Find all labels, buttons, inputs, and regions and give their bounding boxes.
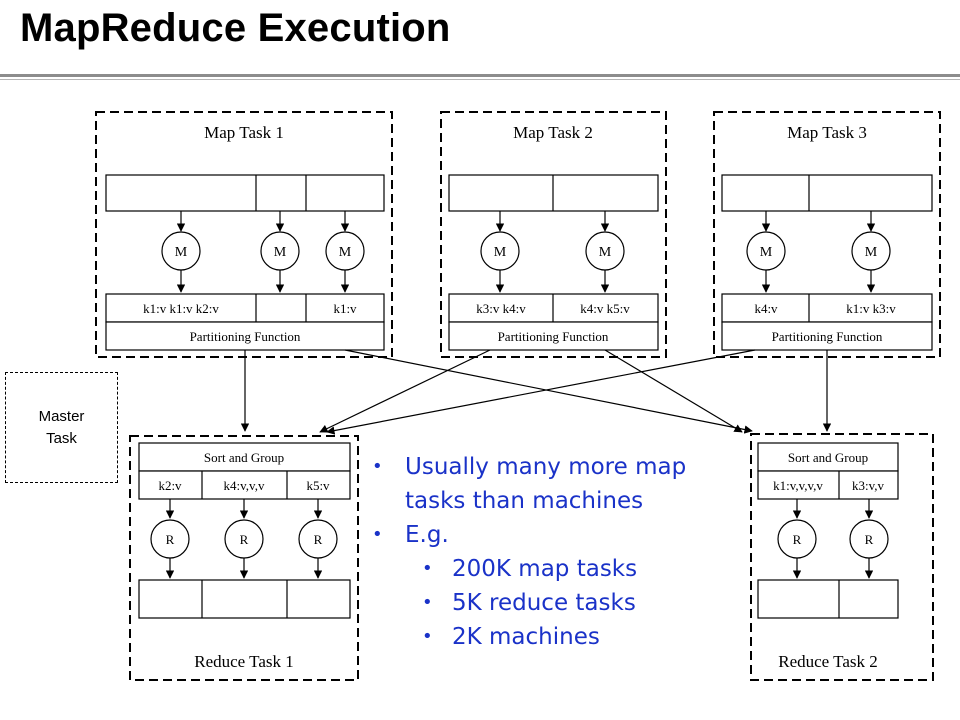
- sort-group-bar: [757, 442, 899, 472]
- map-task-1-title: Map Task 1: [204, 123, 284, 142]
- partition-row: [105, 293, 385, 323]
- shuffle-arrow: [344, 349, 753, 434]
- reduce-task-2-title: Reduce Task 2: [778, 652, 878, 671]
- partition-cell: k4:v k5:v: [580, 301, 630, 316]
- group-cell: k4:v,v,v: [224, 478, 265, 493]
- bullet-notes: Usually many more map tasks than machine…: [370, 450, 752, 654]
- sub-bullet-item: 200K map tasks: [370, 552, 752, 586]
- reduce-task-1-title: Reduce Task 1: [194, 652, 294, 671]
- sub-bullet-item: 2K machines: [370, 620, 752, 654]
- shuffle-arrow: [319, 349, 491, 433]
- partition-cell: k1:v: [333, 301, 357, 316]
- reducer-label: R: [166, 532, 175, 547]
- mapper-label: M: [865, 245, 878, 260]
- slide-title: MapReduce Execution: [20, 6, 451, 50]
- partition-cell: k1:v k3:v: [846, 301, 896, 316]
- mapper-label: M: [599, 245, 612, 260]
- group-cell: k3:v,v: [852, 478, 885, 493]
- output-bar: [757, 579, 899, 619]
- master-task-box: Master Task: [5, 372, 118, 483]
- shuffle-arrow: [326, 349, 756, 435]
- partitioning-function-label: Partitioning Function: [498, 329, 609, 344]
- master-task-label: Master Task: [38, 407, 85, 447]
- shuffle-arrows: [240, 349, 832, 435]
- map-task-3-title: Map Task 3: [787, 123, 867, 142]
- mapper-label: M: [494, 245, 507, 260]
- partitioning-function-bar: [448, 321, 659, 351]
- map-task-2-title: Map Task 2: [513, 123, 593, 142]
- partitioning-function-label: Partitioning Function: [772, 329, 883, 344]
- reducer-label: R: [865, 532, 874, 547]
- bullet-item: E.g.: [370, 518, 752, 552]
- partitioning-function-label: Partitioning Function: [190, 329, 301, 344]
- map-task-3-frame: [713, 111, 941, 358]
- mapper-label: M: [339, 245, 352, 260]
- group-cell: k2:v: [158, 478, 182, 493]
- partition-cell: k1:v k1:v k2:v: [143, 301, 219, 316]
- reducer-label: R: [314, 532, 323, 547]
- partition-cell: k3:v k4:v: [476, 301, 526, 316]
- input-split-bar: [721, 174, 933, 212]
- title-divider-thin: [0, 79, 960, 80]
- bullet-item: Usually many more map tasks than machine…: [370, 450, 752, 518]
- group-row: [757, 470, 899, 500]
- partitioning-function-bar: [721, 321, 933, 351]
- partition-cell: k4:v: [754, 301, 778, 316]
- group-row: [138, 470, 351, 500]
- shuffle-arrow: [604, 349, 743, 433]
- reduce-task-1: Sort and Group k2:v k4:v,v,v k5:v R R R …: [129, 435, 359, 681]
- map-task-1-frame: [95, 111, 393, 358]
- group-cell: k1:v,v,v,v: [773, 478, 823, 493]
- reduce-task-2: Sort and Group k1:v,v,v,v k3:v,v R R Red…: [750, 433, 934, 681]
- partitioning-function-bar: [105, 321, 385, 351]
- map-task-2-frame: [440, 111, 667, 358]
- sort-group-label: Sort and Group: [204, 450, 284, 465]
- reducer-label: R: [793, 532, 802, 547]
- sort-group-bar: [138, 442, 351, 472]
- map-task-1: Map Task 1 M M M k1:v k1:v k2:v k1:v Par…: [95, 111, 393, 358]
- sub-bullet-item: 5K reduce tasks: [370, 586, 752, 620]
- mapper-label: M: [175, 245, 188, 260]
- sort-group-label: Sort and Group: [788, 450, 868, 465]
- mapper-label: M: [274, 245, 287, 260]
- input-split-bar: [105, 174, 385, 212]
- group-cell: k5:v: [306, 478, 330, 493]
- reducer-label: R: [240, 532, 249, 547]
- map-task-2: Map Task 2 M M k3:v k4:v k4:v k5:v Parti…: [440, 111, 667, 358]
- title-divider: [0, 74, 960, 77]
- mapper-label: M: [760, 245, 773, 260]
- output-bar: [138, 579, 351, 619]
- reduce-task-1-frame: [129, 435, 359, 681]
- map-task-3: Map Task 3 M M k4:v k1:v k3:v Partitioni…: [713, 111, 941, 358]
